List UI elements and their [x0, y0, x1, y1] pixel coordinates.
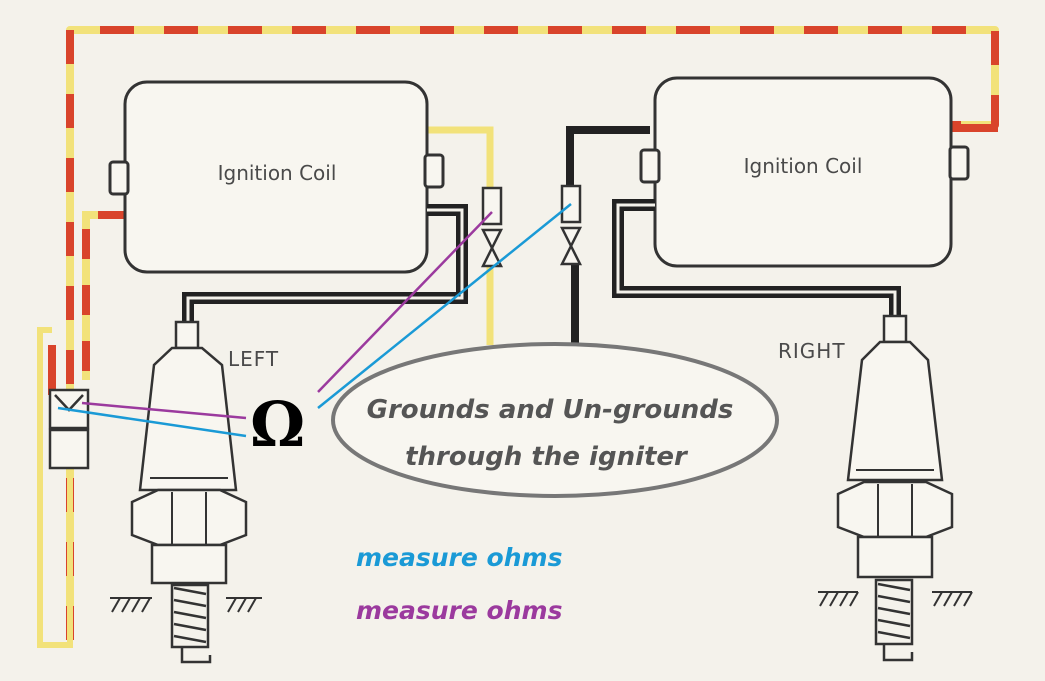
legend-purple: measure ohms — [356, 596, 562, 625]
left-spark-plug — [110, 320, 262, 664]
right-coil-label: Ignition Coil — [744, 154, 863, 178]
right-label: RIGHT — [778, 339, 846, 363]
right-spark-plug — [818, 314, 973, 662]
note-line-1: Grounds and Un-grounds — [367, 395, 734, 425]
purple-probe-lines — [81, 211, 493, 420]
right-ignition-coil: Ignition Coil — [639, 76, 970, 268]
left-coil-label: Ignition Coil — [218, 161, 337, 185]
left-ignition-coil: Ignition Coil — [108, 80, 445, 274]
left-coil-yellow-lead — [428, 126, 494, 345]
ohm-symbol: Ω — [250, 388, 305, 461]
right-igniter-connector — [559, 184, 583, 266]
left-ht-lead — [182, 204, 468, 325]
note-line-2: through the igniter — [405, 442, 689, 472]
left-coil-red-lead — [48, 211, 128, 395]
right-igniter-black-lead — [566, 126, 650, 345]
right-ht-lead — [612, 199, 901, 318]
blue-probe-lines — [57, 203, 572, 438]
left-label: LEFT — [228, 347, 279, 371]
note-bubble: Grounds and Un-grounds through the ignit… — [331, 342, 779, 498]
left-wire-connector — [48, 388, 90, 470]
left-igniter-connector — [480, 186, 504, 268]
yellow-lower-wire — [37, 327, 73, 648]
legend-blue: measure ohms — [356, 543, 562, 572]
